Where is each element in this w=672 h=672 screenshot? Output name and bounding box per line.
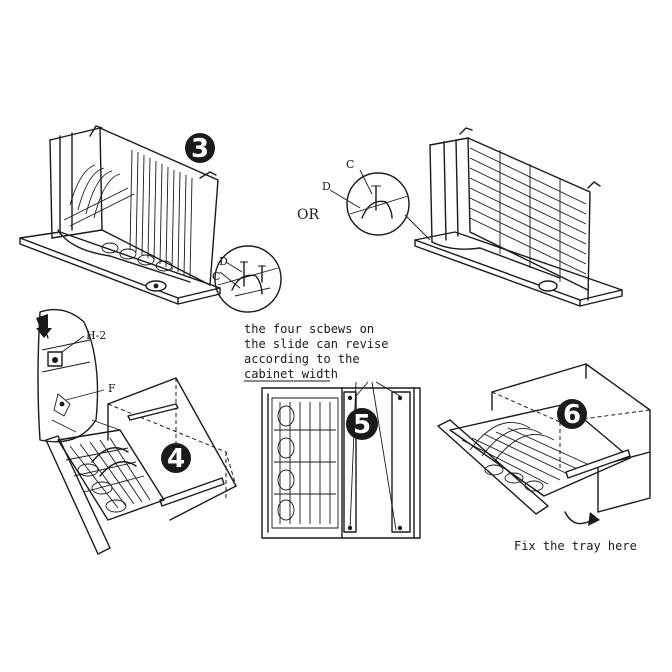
step-badge-3 [185, 133, 215, 163]
step-badge-4 [161, 443, 191, 473]
step4-figure: 4 [36, 308, 237, 555]
step6-figure: 6 Fix the tray here [437, 363, 651, 553]
label-d-left: D [219, 255, 228, 268]
label-c-left: C [212, 270, 220, 283]
or-label: OR [297, 207, 319, 223]
step5-figure: the four scbews on the slide can revise … [244, 322, 421, 539]
note-screws-line1: the four scbews on [244, 322, 374, 336]
step-badge-5 [346, 408, 378, 440]
label-h2: H-2 [86, 329, 106, 342]
step3-figure: 3 [19, 125, 282, 313]
step-badge-6 [557, 399, 587, 429]
note-screws-line4: cabinet width [244, 367, 338, 381]
alternative-figure [329, 127, 623, 307]
step-number-6: 6 [563, 400, 581, 430]
note-fix-tray: Fix the tray here [514, 539, 637, 553]
step-number-3: 3 [191, 134, 209, 164]
label-f: F [108, 382, 116, 395]
label-c-right: C [346, 158, 354, 171]
step-number-5: 5 [353, 410, 371, 440]
note-screws-line2: the slide can revise [244, 337, 389, 351]
note-screws-line3: according to the [244, 352, 360, 366]
step-number-4: 4 [167, 444, 185, 474]
label-d-right: D [322, 180, 331, 193]
